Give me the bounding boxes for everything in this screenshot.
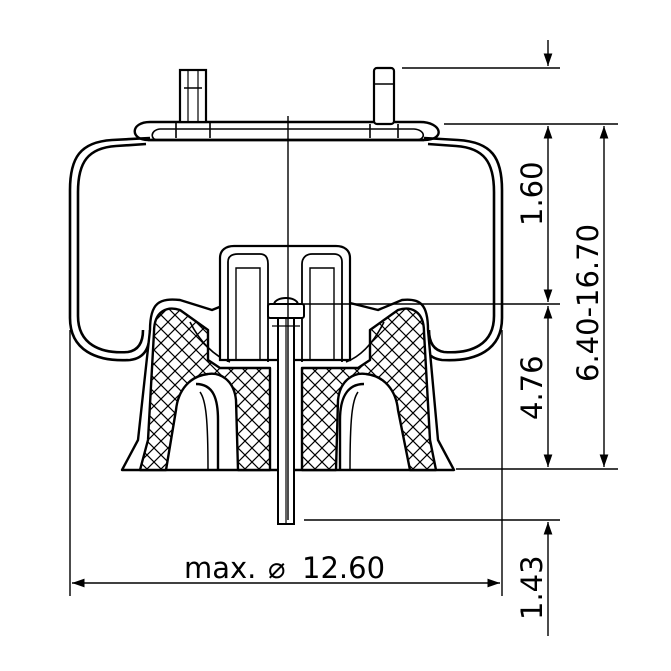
upper-height-label: 1.60 xyxy=(515,161,549,226)
piston-height-label: 4.76 xyxy=(515,355,549,420)
diameter-value-label: 12.60 xyxy=(302,551,385,585)
bolt-length-label: 1.43 xyxy=(515,555,549,620)
right-mounting-stud xyxy=(369,66,399,138)
extension-lines xyxy=(69,67,618,596)
diameter-prefix-label: max. xyxy=(184,551,256,585)
left-mounting-stud xyxy=(175,68,211,138)
diameter-symbol: ⌀ xyxy=(268,551,285,585)
center-bolt xyxy=(267,297,305,525)
dimension-lines xyxy=(72,40,609,636)
stroke-range-label: 6.40-16.70 xyxy=(571,224,605,382)
